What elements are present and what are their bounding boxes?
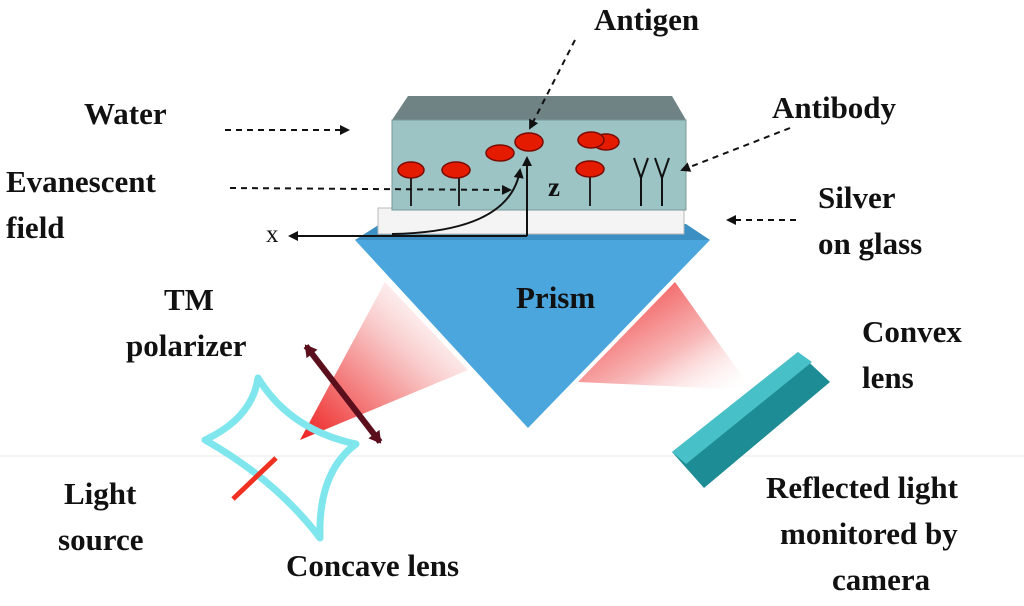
- antigen: [441, 161, 471, 179]
- evanescent-pointer: [229, 184, 512, 195]
- antibody-pointer: [680, 127, 791, 172]
- label-tm-line2: polarizer: [126, 328, 247, 363]
- label-reflected-line1: Reflected light: [766, 470, 959, 505]
- tm-polarizer: [303, 344, 383, 444]
- antigen: [485, 144, 515, 162]
- label-convex-line1: Convex: [862, 314, 962, 349]
- antibody: [633, 157, 649, 206]
- light-source: [231, 456, 278, 501]
- reflected-light-beam: [578, 282, 752, 390]
- antigen: [397, 161, 425, 179]
- label-silver-line2: on glass: [818, 226, 922, 261]
- convex-lens: [672, 352, 830, 488]
- label-reflected-line3: camera: [832, 562, 931, 597]
- label-light-line1: Light: [64, 476, 137, 511]
- evanescent-decay-curve: [391, 168, 524, 235]
- label-light-line2: source: [58, 522, 144, 557]
- label-evanescent-line2: field: [6, 210, 65, 245]
- antigen: [577, 131, 605, 149]
- label-concave-lens: Concave lens: [286, 548, 459, 583]
- antigen-pointer: [529, 39, 576, 130]
- concave-lens: [201, 374, 360, 542]
- antigen-group: [397, 131, 620, 206]
- label-antigen: Antigen: [594, 2, 699, 37]
- antibody: [654, 157, 670, 206]
- label-prism: Prism: [516, 280, 595, 315]
- label-water: Water: [84, 96, 167, 131]
- water-cell-top: [392, 96, 686, 120]
- label-evanescent-line1: Evanescent: [6, 164, 157, 199]
- label-tm-line1: TM: [164, 282, 214, 317]
- label-x-axis: x: [266, 221, 279, 248]
- antigen: [575, 160, 605, 178]
- label-convex-line2: lens: [862, 360, 914, 395]
- label-z-axis: z: [548, 172, 560, 202]
- antigen: [514, 132, 544, 152]
- label-silver-line1: Silver: [818, 180, 896, 215]
- label-reflected-line2: monitored by: [780, 516, 958, 551]
- label-antibody: Antibody: [772, 90, 897, 125]
- prism: [355, 240, 710, 428]
- silver-on-glass-layer: [377, 207, 685, 235]
- antibody-group: [633, 157, 670, 206]
